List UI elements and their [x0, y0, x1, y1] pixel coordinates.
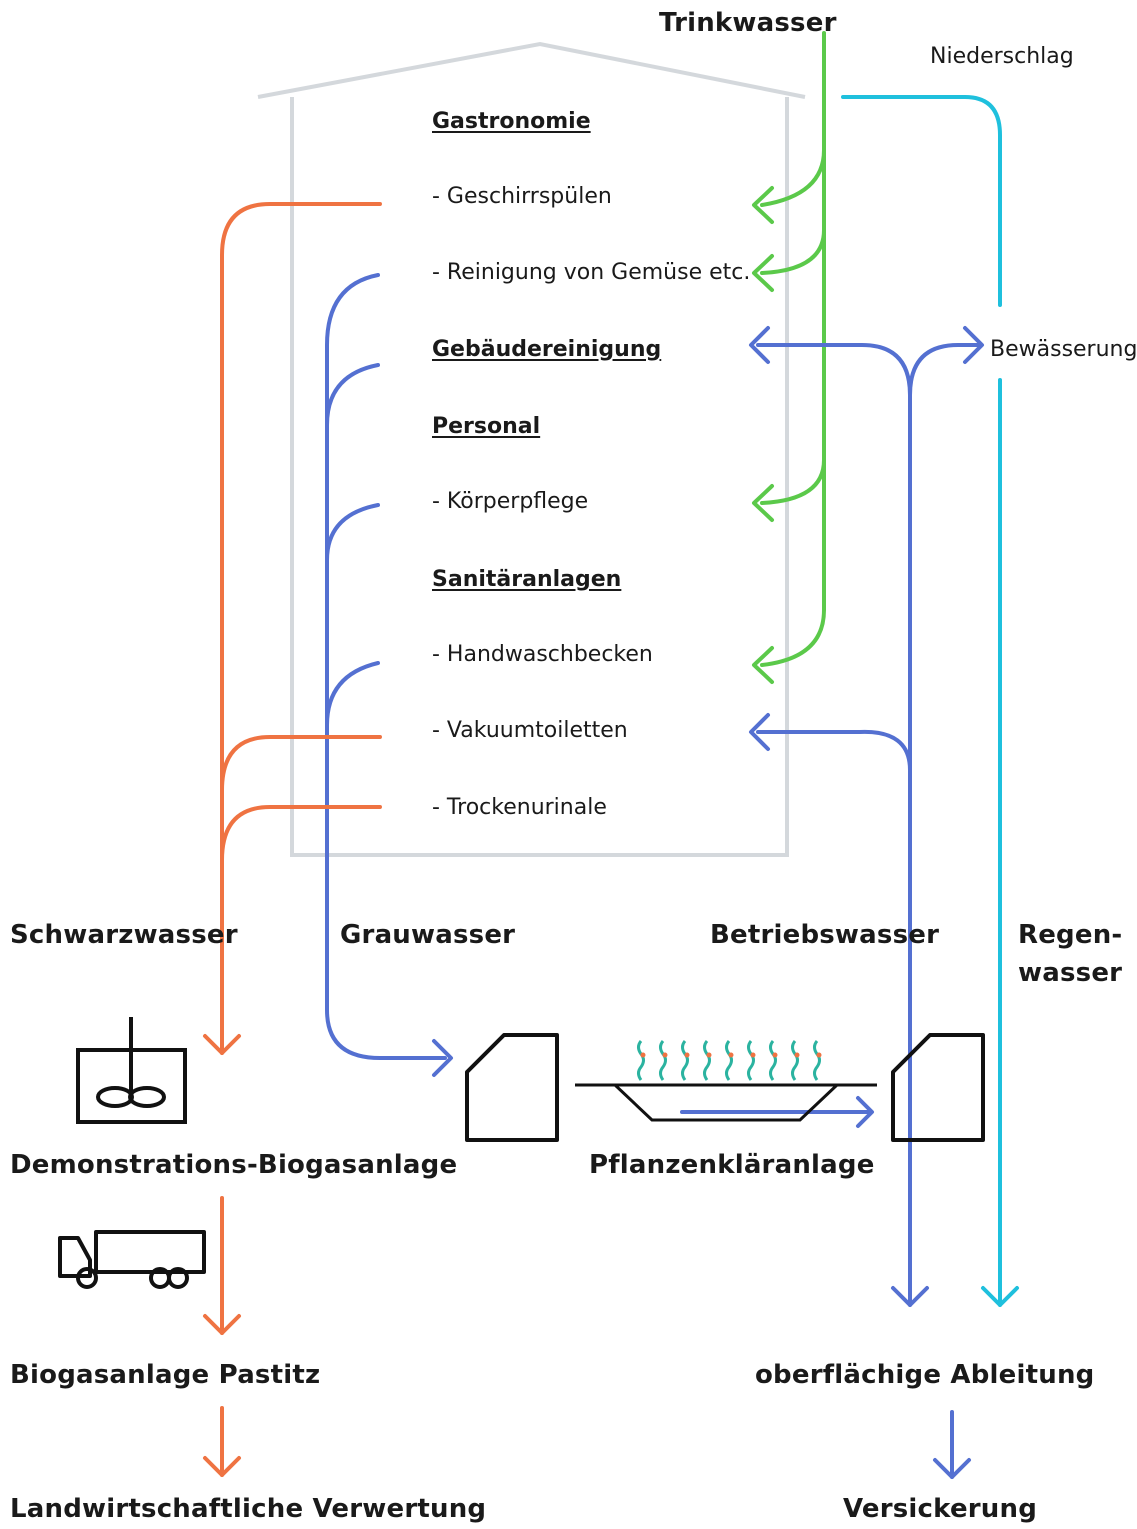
betriebswasser-label: Betriebswasser: [710, 920, 940, 950]
plant-bud: [816, 1052, 822, 1058]
plant-sprout: [703, 1040, 711, 1081]
plant-bud: [772, 1052, 778, 1058]
schwarzwasser-label: Schwarzwasser: [10, 920, 238, 950]
regenwasser-label-line1: Regen-: [1018, 920, 1123, 950]
filter-tank-icon: [465, 1033, 559, 1142]
plant-sprout: [637, 1040, 645, 1081]
grauwasser-pipe: [325, 273, 984, 1479]
handwaschbecken-item: - Handwaschbecken: [432, 642, 653, 667]
plant-sprout: [659, 1040, 667, 1081]
sanitaeranlagen-heading: Sanitäranlagen: [432, 567, 622, 592]
versickerung-label: Versickerung: [843, 1494, 1038, 1524]
oberflaechige-ableitung-label: oberflächige Ableitung: [755, 1360, 1095, 1390]
gebaeudereinigung-heading: Gebäudereinigung: [432, 337, 662, 362]
plant-bud: [684, 1052, 690, 1058]
plant-sprout: [769, 1040, 777, 1081]
plant-sprout: [813, 1040, 821, 1081]
landwirtschaft-label: Landwirtschaftliche Verwertung: [10, 1494, 487, 1524]
plant-bud: [794, 1052, 800, 1058]
trinkwasser-label: Trinkwasser: [659, 8, 837, 38]
gastronomie-heading: Gastronomie: [432, 109, 591, 134]
truck-icon: [58, 1230, 206, 1289]
grauwasser-label: Grauwasser: [340, 920, 516, 950]
mixer-tank-icon: [76, 1017, 187, 1124]
plant-sprout: [791, 1040, 799, 1081]
vakuumtoiletten-item: - Vakuumtoiletten: [432, 718, 628, 743]
trinkwasser-pipe: [752, 31, 826, 684]
plant-bud: [750, 1052, 756, 1058]
biogasanlage-pastitz-label: Biogasanlage Pastitz: [10, 1360, 321, 1390]
filter-tank-icon: [891, 1033, 985, 1142]
plant-sprout: [747, 1040, 755, 1081]
plant-sprout: [725, 1040, 733, 1081]
demo-biogasanlage-label: Demonstrations-Biogasanlage: [10, 1150, 458, 1180]
geschirrspuelen-item: - Geschirrspülen: [432, 184, 612, 209]
regenwasser-label-line2: wasser: [1018, 958, 1123, 988]
regenwasser-pipe: [841, 95, 1019, 1307]
trockenurinale-item: - Trockenurinale: [432, 795, 607, 820]
plant-bud: [662, 1052, 668, 1058]
pflanzenklaeranlage-label: Pflanzenkläranlage: [589, 1150, 875, 1180]
plant-bud: [640, 1052, 646, 1058]
plant-bed-icon: [575, 1040, 877, 1122]
plant-bud: [728, 1052, 734, 1058]
building-outline: [257, 41, 806, 857]
personal-heading: Personal: [432, 414, 541, 439]
reinigung-item: - Reinigung von Gemüse etc.: [432, 260, 751, 285]
koerperpflege-item: - Körperpflege: [432, 489, 589, 514]
bewaesserung-label: Bewässerung: [990, 337, 1137, 362]
schwarzwasser-pipe: [203, 202, 382, 1477]
plant-sprout: [681, 1040, 689, 1081]
niederschlag-label: Niederschlag: [930, 44, 1074, 69]
plant-bud: [706, 1052, 712, 1058]
